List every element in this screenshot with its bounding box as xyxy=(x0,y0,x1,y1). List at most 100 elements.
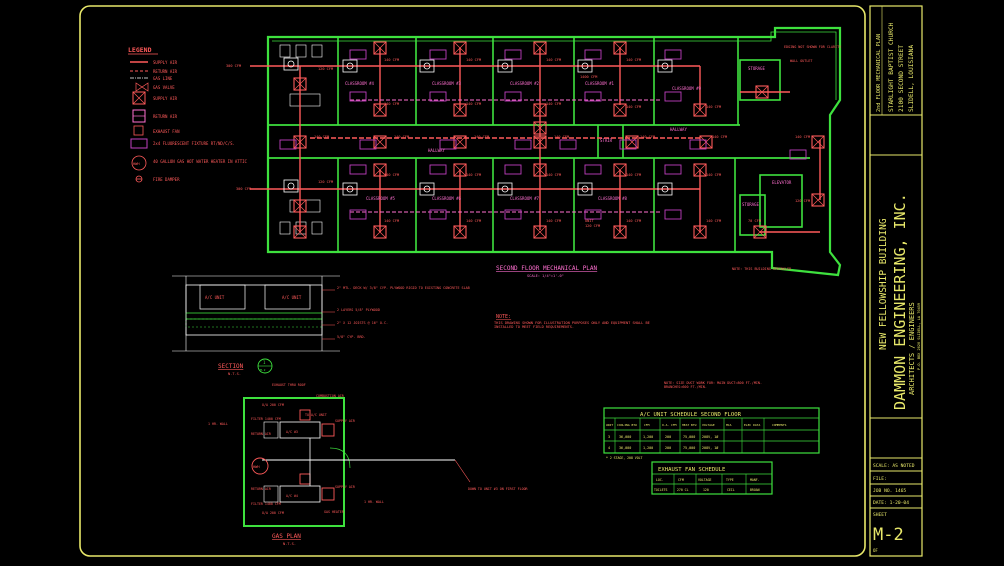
project-name: NEW FELLOWSHIP BUILDING xyxy=(878,218,889,350)
fan-coil-icon xyxy=(283,179,299,193)
light-fixture-icon xyxy=(584,209,602,220)
legend: LEGEND SUPPLY AIR RETURN AIR GAS LINE GA… xyxy=(128,46,248,183)
room-label: CLASSROOM #3 xyxy=(432,81,461,86)
svg-text:1 HR. WALL: 1 HR. WALL xyxy=(364,500,384,504)
legend-item-8: 40 GALLON GAS HOT WATER HEATER IN ATTIC xyxy=(153,159,248,164)
ac-schedule-headers: UNIT COOLING BTU CFM O.A. CFM HEAT BTU V… xyxy=(606,423,787,427)
svg-text:140 CFM: 140 CFM xyxy=(626,173,642,177)
svg-text:1: 1 xyxy=(263,360,266,365)
svg-text:HWH: HWH xyxy=(133,162,140,166)
light-fixture-icon xyxy=(429,91,447,102)
supply-diffuser-icon xyxy=(533,225,547,239)
svg-text:140 CFM: 140 CFM xyxy=(546,58,562,62)
gas-valve-icon xyxy=(135,82,149,92)
ac-unit-3 xyxy=(279,421,321,439)
legend-item-0: SUPPLY AIR xyxy=(153,60,178,65)
svg-text:GAS HEATER: GAS HEATER xyxy=(324,510,344,514)
water-heater-icon xyxy=(131,155,147,171)
light-fixture-icon xyxy=(504,91,522,102)
svg-text:140 CFM: 140 CFM xyxy=(546,102,562,106)
svg-text:ELEC DATA: ELEC DATA xyxy=(744,423,760,427)
restroom-fixtures xyxy=(279,44,323,235)
svg-text:SUPPLY AIR: SUPPLY AIR xyxy=(335,485,355,489)
plan-note: WALL OUTLET xyxy=(790,59,812,63)
svg-text:FILTER 1400 CFM: FILTER 1400 CFM xyxy=(251,502,281,506)
gas-plan-labels: EXHAUST THRU ROOF COMBUSTION AIR O/A 200… xyxy=(208,383,528,515)
svg-text:CFM: CFM xyxy=(678,478,684,482)
light-fixture-icon xyxy=(359,139,377,150)
svg-text:TOILETS: TOILETS xyxy=(654,488,668,492)
svg-text:1 HR. WALL: 1 HR. WALL xyxy=(208,422,228,426)
svg-text:1,200: 1,200 xyxy=(643,446,653,450)
svg-text:36,000: 36,000 xyxy=(619,446,631,450)
job-number: JOB NO. 1465 xyxy=(873,488,906,494)
room-label: STAIR xyxy=(600,138,613,143)
svg-text:UNIT: UNIT xyxy=(585,219,594,223)
svg-text:COMMENTS: COMMENTS xyxy=(772,423,787,427)
supply-diffuser-icon xyxy=(613,41,627,55)
supply-diffuser-icon xyxy=(533,103,547,117)
svg-text:36,000: 36,000 xyxy=(619,435,631,439)
light-fixture-icon xyxy=(584,49,602,60)
sheet-number: M-2 xyxy=(873,525,904,545)
svg-text:140 CFM: 140 CFM xyxy=(384,173,400,177)
client-address: 2100 SECOND STREET xyxy=(898,45,905,112)
svg-text:1,200: 1,200 xyxy=(643,435,653,439)
svg-text:120: 120 xyxy=(703,488,709,492)
supply-diffuser-icon xyxy=(293,77,307,91)
supply-diffuser-icon xyxy=(693,103,707,117)
room-dividers xyxy=(337,37,803,252)
firm-subtitle: ARCHITECTS / ENGINEERS xyxy=(908,302,916,395)
duct-sizing-note: NOTE: SIZE DUCT WORK FOR: MAIN DUCT=800 … xyxy=(664,381,762,390)
svg-text:UNIT: UNIT xyxy=(606,423,613,427)
fan-coil-icon xyxy=(497,59,513,73)
supply-diffuser-icon xyxy=(453,135,467,149)
plan-note: EDGING NOT SHOWN FOR CLARITY xyxy=(784,45,841,49)
light-fixture-icon xyxy=(504,164,522,175)
svg-text:120 CFM: 120 CFM xyxy=(585,224,601,228)
svg-text:COOLING BTU: COOLING BTU xyxy=(617,423,637,427)
light-fixture-icon xyxy=(514,139,532,150)
light-fixture-icon xyxy=(664,164,682,175)
svg-text:208V, 1Ø: 208V, 1Ø xyxy=(702,434,718,439)
section-detail: A/C UNIT A/C UNIT 2" MTL. DECK W/ 3/8" C… xyxy=(172,275,470,376)
svg-text:140 CFM: 140 CFM xyxy=(626,58,642,62)
svg-text:2" MTL. DECK W/ 3/8" CYP. PLYW: 2" MTL. DECK W/ 3/8" CYP. PLYWOOD RIGID … xyxy=(337,286,470,290)
svg-text:140 CFM: 140 CFM xyxy=(795,135,811,139)
exterior-wall xyxy=(266,26,842,277)
light-fixture-icon xyxy=(349,209,367,220)
svg-text:140 CFM: 140 CFM xyxy=(384,219,400,223)
legend-item-4: SUPPLY AIR xyxy=(153,96,178,101)
ac-schedule-rows: 3 36,000 1,200 200 75,000 208V, 1Ø 4 36,… xyxy=(608,434,718,450)
room-label: HALLWAY xyxy=(670,127,687,132)
section-unit-label: A/C UNIT xyxy=(282,295,302,300)
sheet-of: OF xyxy=(873,548,878,553)
legend-item-9: FIRE DAMPER xyxy=(153,177,180,182)
section-subtitle: N.T.S. xyxy=(228,372,241,376)
firm-address: P.O. BOX 2020 SLIDELL, LA 70459 xyxy=(917,303,921,370)
gas-plan-subtitle: N.T.S. xyxy=(283,542,296,546)
svg-text:140 CFM: 140 CFM xyxy=(640,135,656,139)
light-fixture-icon xyxy=(429,164,447,175)
room-label: CLASSROOM #8 xyxy=(598,196,627,201)
svg-text:200: 200 xyxy=(665,435,671,439)
light-fixture-icon xyxy=(664,49,682,60)
svg-text:VOLTAGE: VOLTAGE xyxy=(698,478,712,482)
room-label: HALLWAY xyxy=(428,148,445,153)
fluorescent-fixture-icon xyxy=(130,138,148,149)
svg-text:M-2: M-2 xyxy=(260,368,266,372)
light-fixture-icon xyxy=(584,164,602,175)
supply-diffuser-icon xyxy=(373,163,387,177)
note-title: NOTE: xyxy=(496,314,511,320)
legend-item-6: EXHAUST FAN xyxy=(153,129,180,134)
svg-text:140 CFM: 140 CFM xyxy=(466,173,482,177)
svg-text:140 CFM: 140 CFM xyxy=(394,135,410,139)
svg-text:EXHAUST THRU ROOF: EXHAUST THRU ROOF xyxy=(272,383,306,387)
svg-text:1400 CFM: 1400 CFM xyxy=(580,75,598,79)
light-fixture-icon xyxy=(504,209,522,220)
light-fixture-icon xyxy=(439,139,457,150)
light-fixture-icon xyxy=(349,164,367,175)
light-fixture-icon xyxy=(429,49,447,60)
room-label: STORAGE xyxy=(742,202,759,207)
note-text: THIS DRAWING SHOWN FOR ILLUSTRATION PURP… xyxy=(494,321,650,330)
